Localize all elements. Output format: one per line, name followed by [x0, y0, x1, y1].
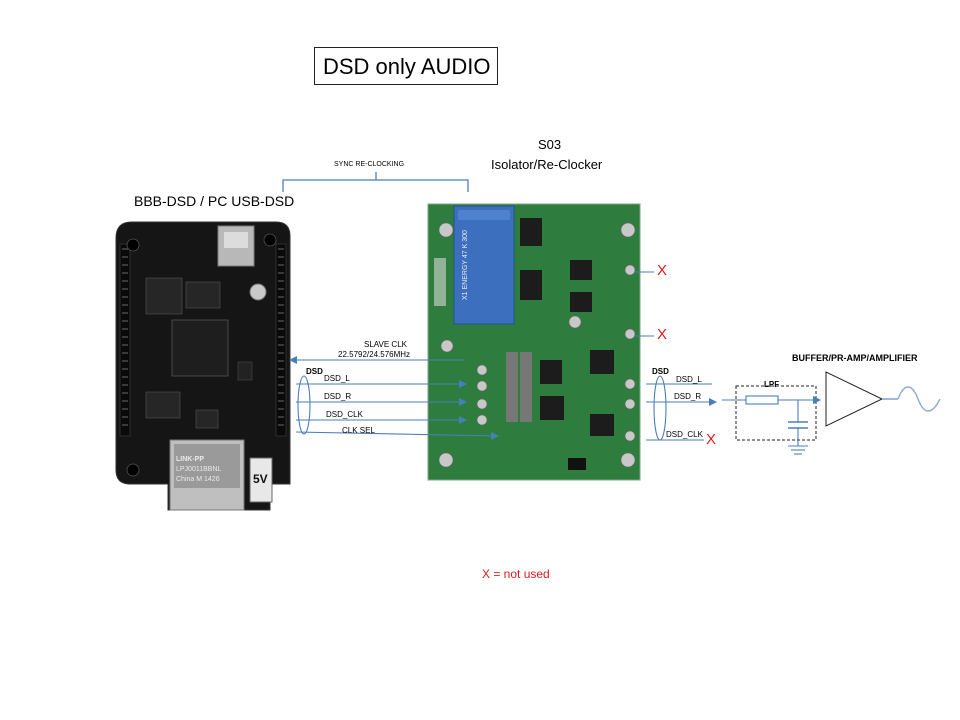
slave-clk-label: SLAVE CLK: [364, 340, 407, 349]
amplifier-triangle: [825, 371, 884, 427]
bbb-board-image: [115, 221, 291, 511]
dsd-group-label-right: DSD: [652, 367, 669, 376]
right-board-label-line2: Isolator/Re-Clocker: [491, 157, 603, 172]
clk-sel-label: CLK SEL: [342, 426, 375, 435]
dsd-clk-out-label: DSD_CLK: [666, 430, 703, 439]
unused-mark-2: X: [657, 326, 668, 343]
dsd-group-label-left: DSD: [306, 367, 323, 376]
lpf-resistor: [745, 395, 779, 405]
dsd-bus-ellipse-right: [653, 375, 667, 441]
unused-mark-3: X: [706, 431, 717, 448]
lpf-box: [735, 385, 817, 441]
left-board-label: BBB-DSD / PC USB-DSD: [134, 193, 295, 209]
dsd-clk-label: DSD_CLK: [326, 410, 363, 419]
ground-symbol: [788, 445, 808, 455]
sync-brace: [282, 172, 469, 192]
dsd-r-out-label: DSD_R: [674, 392, 702, 401]
clk-sel-arrow: [295, 431, 499, 440]
sine-wave-icon: [897, 386, 941, 412]
ethernet-chip-text-3: China M 1426: [176, 476, 220, 483]
unused-mark-1: X: [657, 262, 668, 279]
amplifier-label: BUFFER/PR-AMP/AMPLIFIER: [792, 353, 918, 363]
right-board-label-line1: S03: [538, 137, 562, 152]
capacitor-text: X1 ENERGY 47 K 300: [462, 230, 469, 300]
dsd-l-label: DSD_L: [324, 374, 350, 383]
ethernet-chip-text-1: LINK-PP: [176, 456, 204, 463]
slave-clk-frequency: 22.5792/24.576MHz: [338, 350, 411, 359]
ethernet-chip-text-2: LPJ0011BBNL: [176, 466, 222, 473]
s03-board-image: [427, 203, 641, 481]
dsd-r-label: DSD_R: [324, 392, 352, 401]
legend-not-used: X = not used: [482, 567, 550, 581]
power-jumper-text: 5V: [253, 472, 268, 486]
dsd-l-out-label: DSD_L: [676, 375, 702, 384]
page-title: DSD only AUDIO: [314, 47, 498, 85]
sync-reclocking-label: SYNC RE-CLOCKING: [334, 161, 405, 168]
dsd-bus-ellipse-left: [297, 375, 311, 435]
lpf-label: LPF: [764, 380, 780, 389]
